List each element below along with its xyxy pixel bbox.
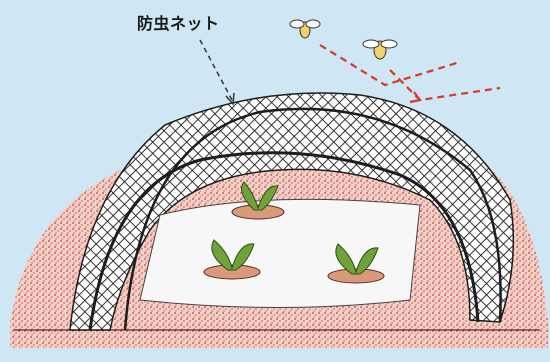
hoop-middle: [123, 107, 502, 331]
arrow-head: [409, 91, 422, 104]
plant-right: [327, 243, 385, 284]
insect-middle-icon: [362, 39, 398, 60]
insect-top-icon: [289, 19, 321, 39]
net-label: 防虫ネット: [137, 14, 220, 33]
hoop-front: [88, 151, 480, 331]
plant-top: [231, 181, 285, 220]
label-pointer: [199, 39, 233, 101]
net-tunnel: [69, 92, 515, 331]
arrow-one: [319, 44, 461, 87]
plant-left: [203, 239, 261, 280]
arrow-two: [389, 69, 501, 102]
label-pointer-head: [225, 92, 235, 106]
